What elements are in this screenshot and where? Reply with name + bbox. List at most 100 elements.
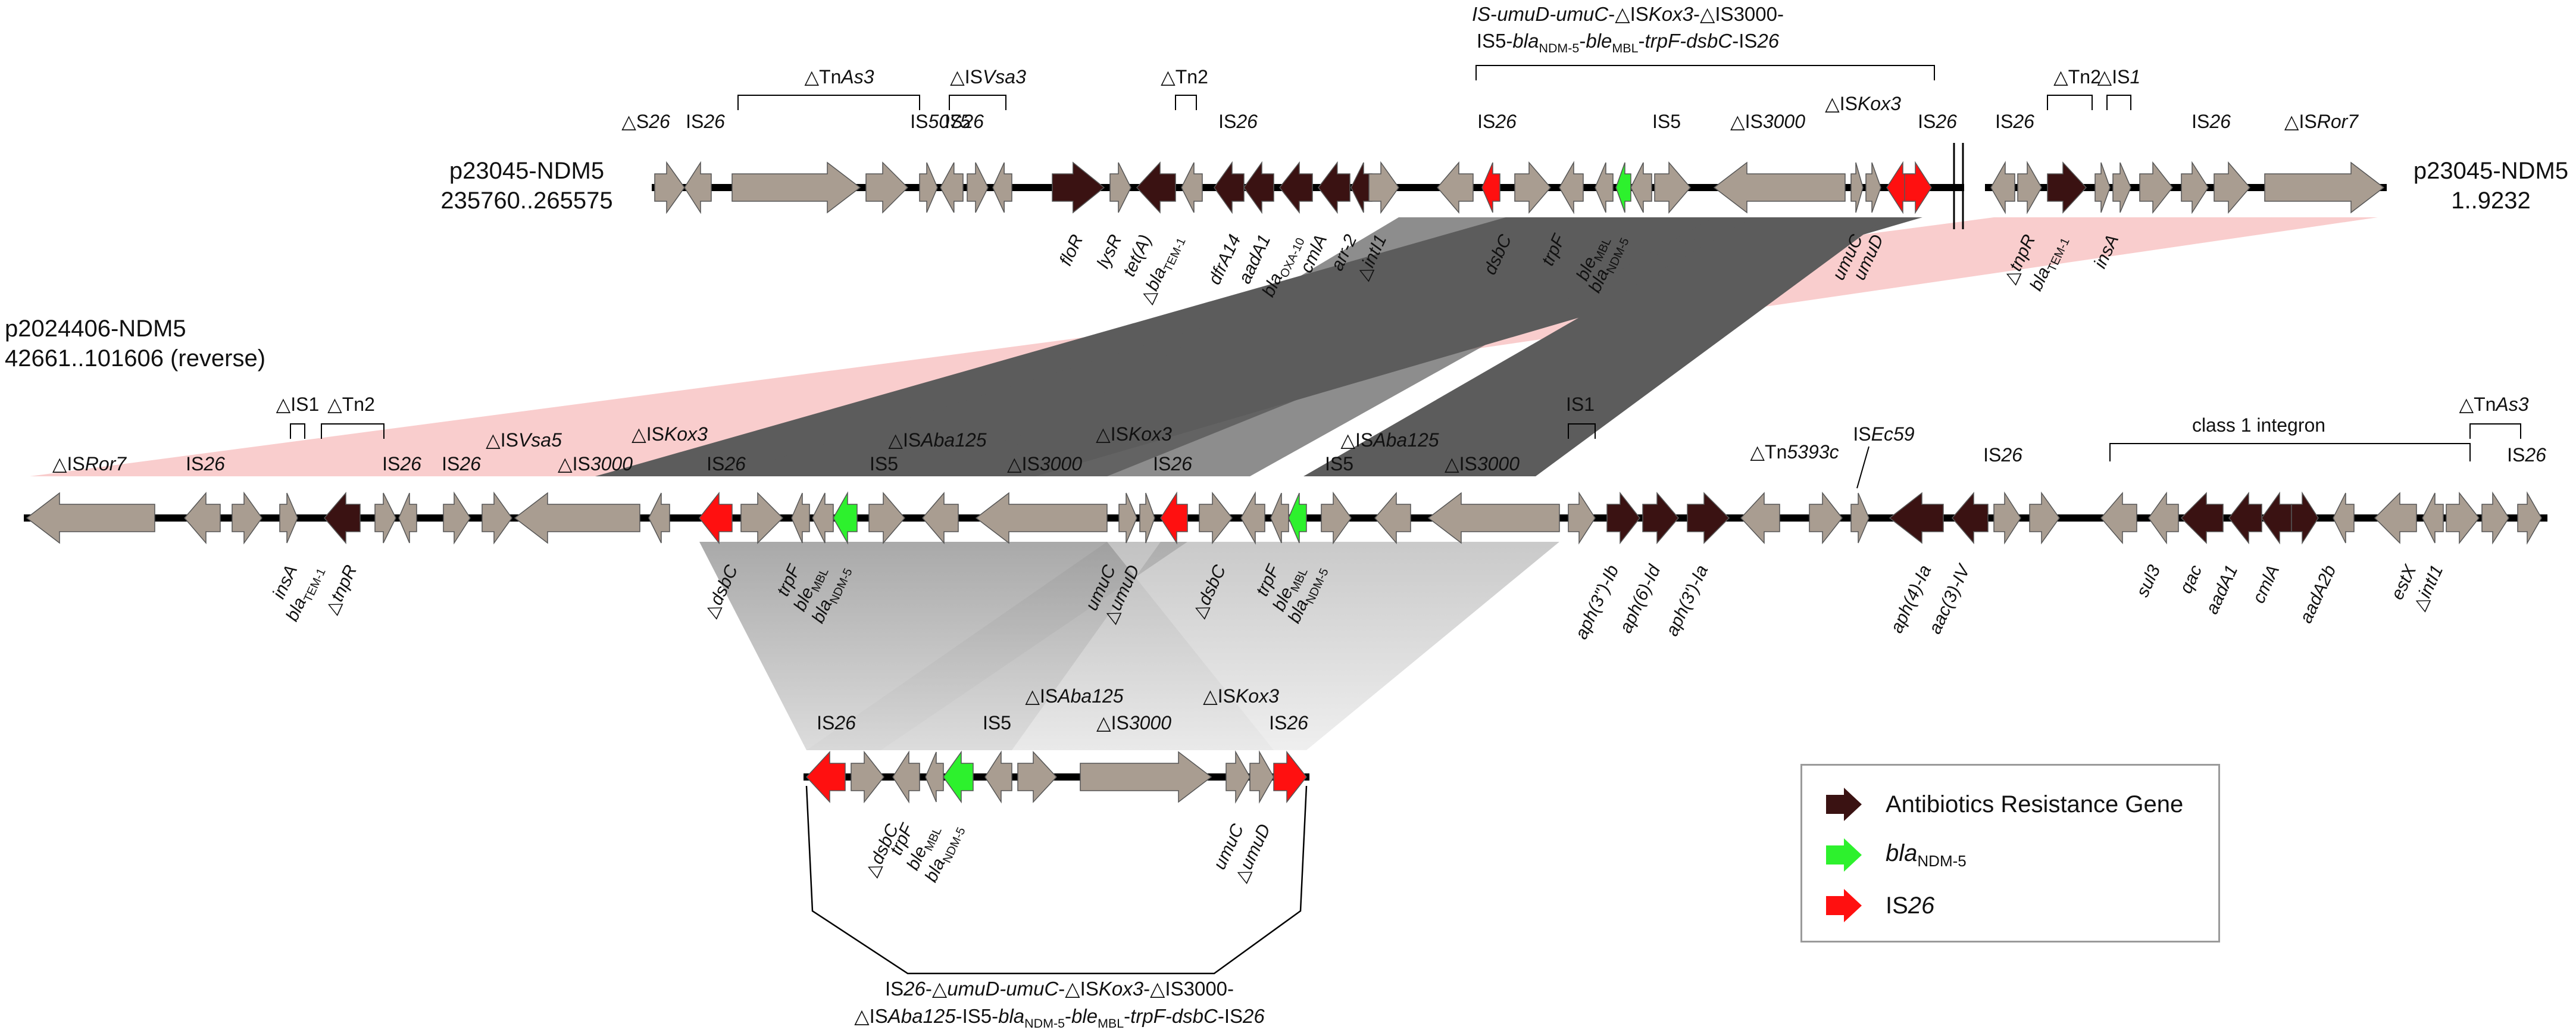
middle-bracket-is1 (290, 423, 305, 439)
middle-bracket-integron (2109, 443, 2471, 461)
top-gene-arrow (1318, 161, 1350, 214)
top-element-label: IS26 (1995, 111, 2034, 132)
middle-gene-arrow (791, 492, 810, 544)
top-gene-arrow (1615, 162, 1631, 213)
middle-gene-arrow (648, 492, 670, 544)
bottom-gene-arrow (1017, 751, 1058, 803)
bottom-gene-arrow (984, 750, 1012, 804)
ndm-arrow-icon (1826, 838, 1862, 872)
legend-row-resistance: Antibiotics Resistance Gene (1826, 784, 2183, 825)
bottom-gene-arrow (1273, 750, 1307, 804)
middle-element-label: △IS3000 (558, 453, 633, 475)
middle-genes (26, 491, 2542, 545)
middle-element-label: IS26 (442, 453, 481, 475)
bottom-element-label: △ISAba125 (1025, 685, 1123, 707)
top-element-label: IS26 (1218, 111, 1258, 132)
top-gene-arrow (1368, 161, 1399, 214)
top-right-label-2: 1..9232 (2451, 188, 2530, 214)
middle-gene-arrow (2422, 492, 2444, 544)
top-gene-arrow (919, 162, 938, 213)
middle-gene-arrow (184, 491, 221, 545)
middle-gene-arrow (1139, 492, 1155, 544)
top-gene-label: lysR (1093, 232, 1126, 271)
middle-gene-arrow (482, 491, 512, 545)
bottom-gene-arrow (892, 750, 920, 804)
middle-element-label: IS26 (1153, 453, 1192, 475)
middle-gene-arrow (1321, 491, 1352, 545)
middle-gene-arrow (1199, 491, 1233, 545)
middle-element-label: △TnAs3 (2459, 394, 2528, 415)
top-gene-arrow (2017, 161, 2042, 214)
bottom-element-label: △ISKox3 (1203, 685, 1279, 707)
middle-label-2: 42661..101606 (reverse) (5, 345, 265, 372)
homology-links (30, 217, 2378, 750)
top-gene-arrow (1630, 162, 1652, 213)
legend-label-is26: IS26 (1886, 892, 1935, 919)
top-element-label: △ISVsa3 (950, 66, 1026, 88)
top-element-label: IS26 (2192, 111, 2231, 132)
middle-gene-label: sul3 (2133, 562, 2164, 600)
homology-link-dark-5 (964, 217, 1714, 476)
middle-gene-arrow (374, 492, 396, 544)
top-gene-arrow (1559, 161, 1584, 214)
middle-isec59-leader (1856, 446, 1870, 489)
middle-element-label: ISEc59 (1853, 423, 1914, 445)
top-element-label: △IS3000 (1730, 111, 1805, 132)
top-right-label-1: p23045-NDM5 (2414, 158, 2568, 184)
middle-gene-arrow (1568, 491, 1596, 545)
middle-label-1: p2024406-NDM5 (5, 316, 186, 342)
top-gene-arrow (1990, 161, 2015, 214)
middle-element-label: △ISVsa5 (486, 429, 562, 451)
top-element-label: IS5075 (910, 111, 971, 132)
top-gene-arrow (1437, 161, 1474, 214)
middle-gene-arrow (1952, 491, 1989, 545)
middle-element-label: △ISRor7 (52, 453, 127, 475)
top-gene-arrow (2112, 162, 2131, 213)
top-element-label: △TnAs3 (804, 66, 874, 88)
middle-gene-arrow (812, 492, 834, 544)
middle-gene-arrow (1809, 491, 1843, 545)
middle-gene-arrow (1889, 492, 1944, 544)
middle-gene-label: aph(3')-Ia (1662, 562, 1712, 639)
bottom-genes (805, 750, 1307, 804)
middle-gene-arrow (1118, 492, 1137, 544)
middle-gene-arrow (2148, 491, 2179, 545)
top-region-title-2: IS5-blaNDM-5-bleMBL-trpF-dsbC-IS26 (1477, 30, 1780, 55)
top-left-label-2: 235760..265575 (440, 188, 612, 214)
top-gene-arrow (1052, 161, 1105, 214)
top-gene-arrow (1654, 161, 1691, 214)
middle-gene-arrow (2517, 491, 2542, 545)
top-element-label: △ISKox3 (1825, 93, 1901, 114)
middle-element-label: IS26 (1983, 444, 2022, 466)
middle-gene-arrow (2180, 492, 2224, 544)
top-gene-arrow (865, 161, 909, 214)
middle-gene-arrow (26, 492, 155, 544)
middle-gene-label: aph(3'')-Ib (1571, 562, 1622, 642)
middle-gene-arrow (1240, 491, 1265, 545)
middle-gene-arrow (232, 491, 262, 545)
top-gene-arrow (731, 161, 861, 214)
middle-bracket-is1-right (1568, 423, 1596, 439)
top-gene-arrow (2139, 161, 2173, 214)
top-gene-arrow (1850, 162, 1864, 213)
bottom-element-label: IS26 (817, 712, 856, 734)
middle-gene-arrow (833, 491, 858, 545)
top-element-label: △Tn2 (2053, 66, 2101, 88)
top-element-label: △IS1 (2097, 66, 2141, 88)
middle-gene-arrow (514, 492, 640, 544)
top-gene-arrow (1136, 161, 1176, 214)
middle-bracket-tn2 (321, 423, 384, 439)
top-region-title-1: IS-umuD-umuC-△ISKox3-△IS3000- (1472, 3, 1784, 25)
top-gene-arrow (1713, 161, 1846, 214)
middle-gene-arrow (1270, 492, 1289, 544)
top-bracket-tn2 (1175, 95, 1197, 110)
top-genes (654, 161, 2385, 214)
middle-gene-arrow (324, 491, 361, 545)
middle-element-label: △Tn2 (327, 394, 375, 415)
top-gene-arrow (1514, 161, 1551, 214)
middle-gene-arrow (1288, 492, 1307, 544)
middle-gene-arrow (1993, 491, 2021, 545)
bottom-element-label: △IS3000 (1096, 712, 1171, 734)
middle-gene-arrow (2029, 491, 2060, 545)
bottom-gene-arrow (925, 751, 944, 803)
